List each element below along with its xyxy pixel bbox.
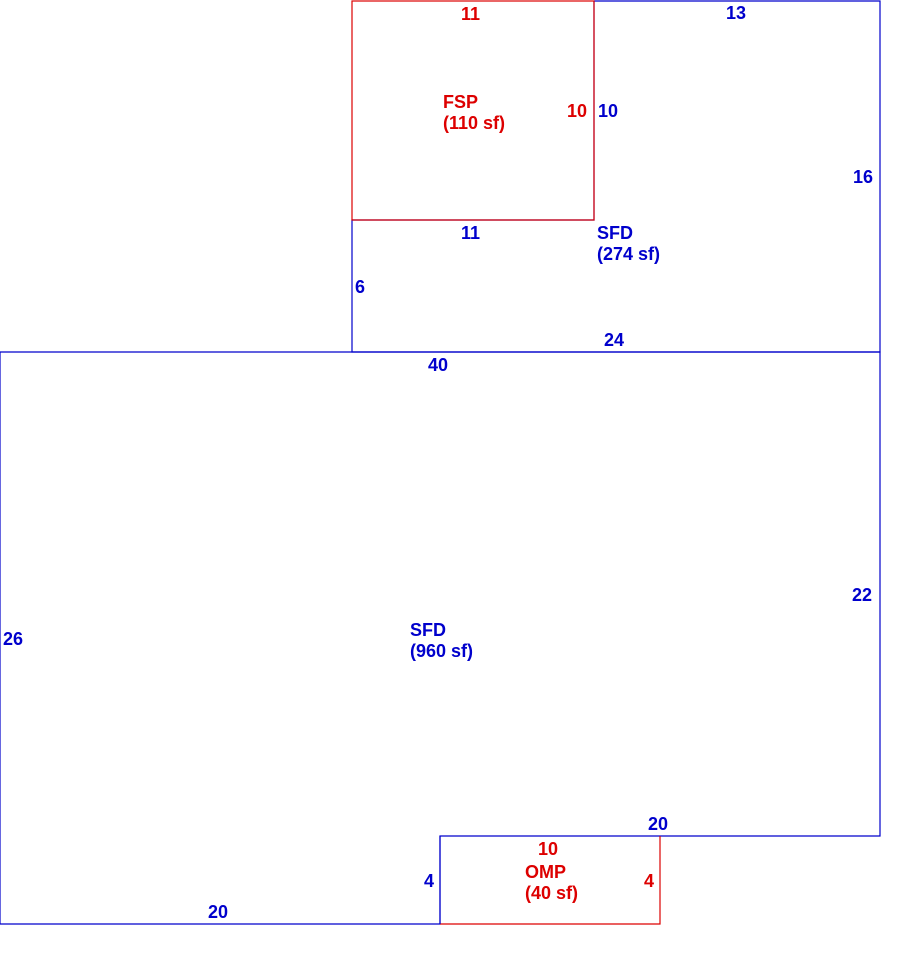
dim-upper-right: 16 [853, 167, 873, 187]
dim-main-left: 26 [3, 629, 23, 649]
dim-fsp-top: 11 [461, 4, 480, 24]
dim-omp-top: 10 [538, 839, 558, 859]
dim-fsp-bottom: 11 [461, 223, 480, 243]
fsp-area: (110 sf) [443, 113, 505, 133]
dim-fsp-right: 10 [567, 101, 587, 121]
sfd-upper-area: (274 sf) [597, 244, 660, 264]
sfd-upper-name: SFD [597, 223, 633, 243]
omp-outline [440, 836, 661, 925]
omp-name: OMP [525, 862, 566, 882]
dim-omp-right: 4 [644, 871, 654, 891]
sfd-upper-outline [351, 0, 881, 353]
dim-main-top: 40 [428, 355, 448, 375]
fsp-name: FSP [443, 92, 478, 112]
dim-main-bottom-left: 20 [208, 902, 228, 922]
dim-upper-right-inner: 10 [598, 101, 618, 121]
omp-area: (40 sf) [525, 883, 578, 903]
fsp-outline [351, 0, 595, 221]
dim-upper-top: 13 [726, 3, 746, 23]
dim-main-right: 22 [852, 585, 872, 605]
dim-upper-bottom: 24 [604, 330, 624, 350]
dim-main-bottom-right: 20 [648, 814, 668, 834]
dim-omp-left: 4 [424, 871, 434, 891]
dim-upper-left: 6 [355, 277, 365, 297]
sfd-main-area: (960 sf) [410, 641, 473, 661]
sfd-main-name: SFD [410, 620, 446, 640]
